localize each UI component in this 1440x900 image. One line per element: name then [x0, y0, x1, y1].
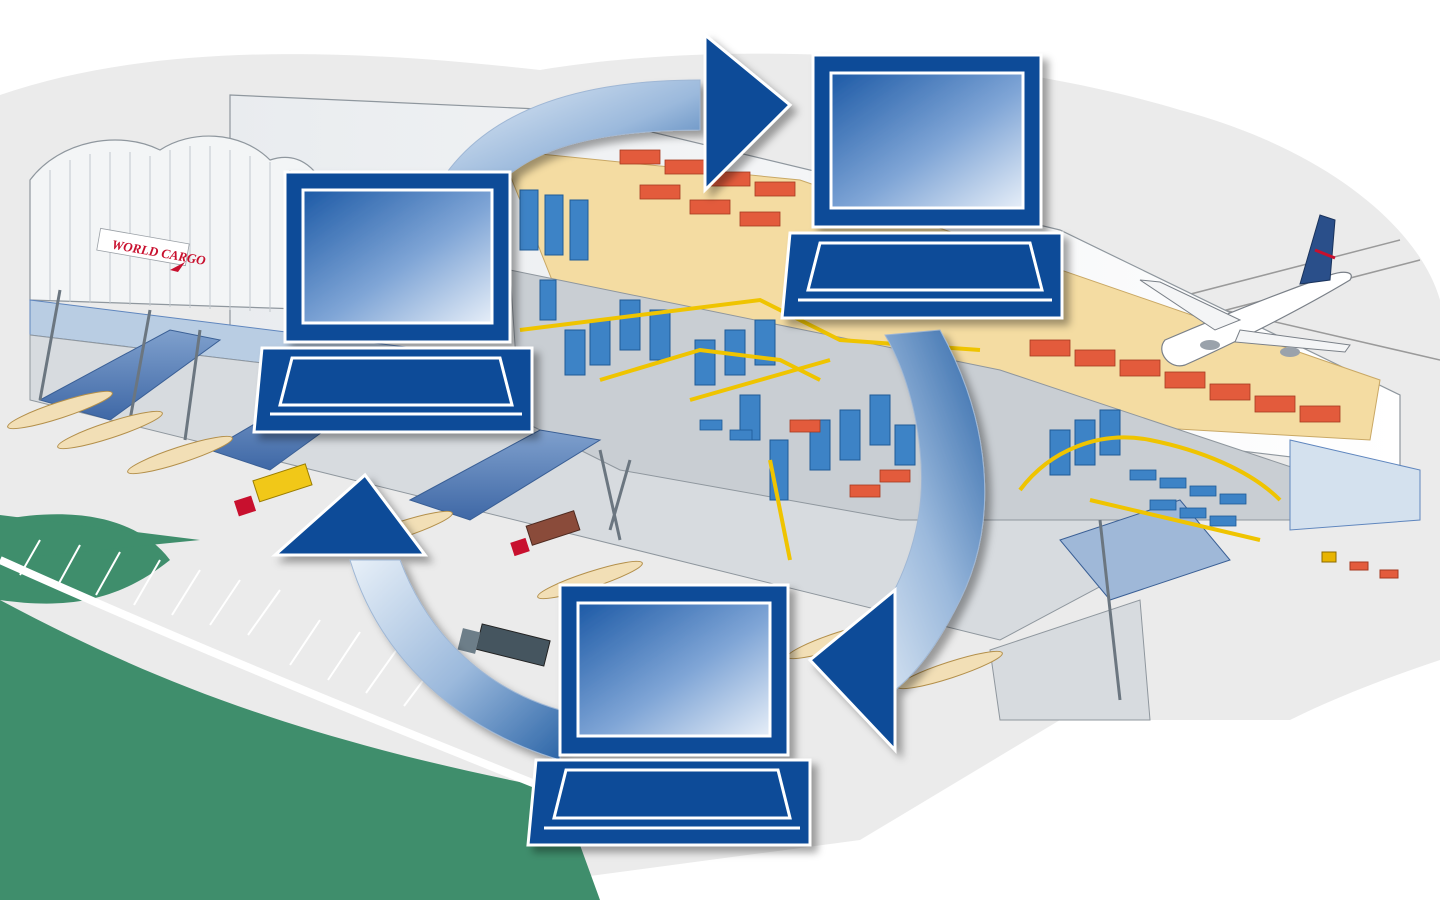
arrow-icon — [271, 472, 561, 761]
right-wing — [989, 599, 1151, 721]
parking-lot — [19, 539, 441, 707]
laptops — [252, 53, 1064, 847]
pallet-rows — [699, 419, 1247, 527]
brand-speedmark-icon — [170, 262, 185, 272]
baggage-tractor — [1321, 551, 1399, 579]
truck-icon — [510, 510, 581, 557]
laptop-icon — [780, 53, 1064, 320]
grass-strip — [0, 514, 600, 900]
canopy-supports — [38, 289, 1122, 701]
road-edge — [0, 556, 602, 814]
laptop-icon — [252, 170, 534, 434]
laptop-icon — [526, 583, 812, 847]
truck-icon — [457, 623, 551, 667]
cycle-arrows — [271, 31, 986, 761]
airplane-icon — [1139, 214, 1352, 367]
arrow-icon — [429, 31, 793, 201]
grass-strip-top — [0, 515, 200, 560]
interior-floor-grey — [509, 269, 1301, 521]
storage-racks — [519, 189, 1121, 501]
conveyor-network — [519, 297, 1282, 561]
right-annex — [1289, 439, 1421, 531]
arrow-icon — [807, 329, 986, 754]
truck-icon — [233, 463, 313, 517]
cargo-containers — [619, 149, 1341, 498]
vehicles — [233, 214, 1399, 667]
